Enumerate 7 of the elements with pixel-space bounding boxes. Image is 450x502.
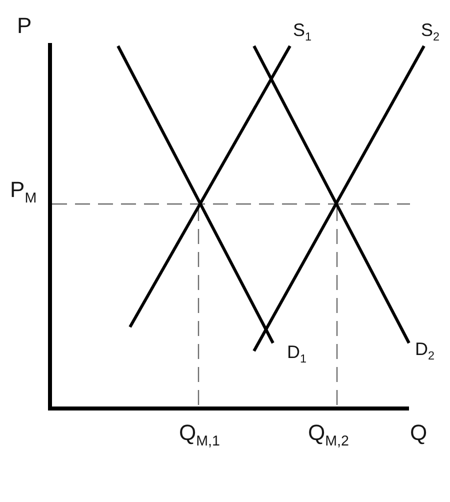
price-axis-label: P xyxy=(17,15,32,37)
market-price-label: P$_{M}$ xyxy=(10,179,37,201)
demand-curve-label: D$_{1}$ xyxy=(287,343,307,361)
demand-curve-label: D$_{2}$ xyxy=(415,340,435,358)
quantity-axis-label: Q xyxy=(410,422,428,444)
supply-curve-label: S$_{2}$ xyxy=(421,21,440,39)
supply-curve-label: S$_{1}$ xyxy=(293,21,312,39)
